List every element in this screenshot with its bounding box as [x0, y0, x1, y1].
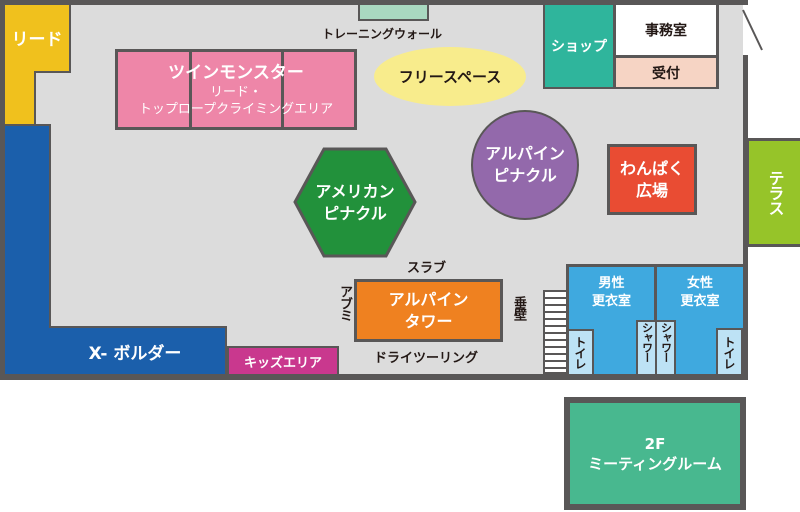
wanpaku-line-2: 広場 — [635, 180, 668, 200]
lead-area-patch — [5, 66, 34, 74]
alpine-pinnacle-line-2: ピナクル — [493, 166, 557, 185]
lead-area[interactable]: リード — [5, 5, 71, 73]
alpine-pinnacle[interactable]: アルパイン ピナクル — [471, 110, 579, 220]
twin-monster-divider-2 — [281, 52, 284, 127]
free-space-label: フリースペース — [398, 68, 502, 86]
womens-locker-line-1: 女性 — [686, 276, 713, 291]
kids-area[interactable]: キッズエリア — [227, 346, 339, 374]
lead-area-bottom[interactable] — [5, 70, 36, 124]
reception[interactable]: 受付 — [616, 58, 716, 87]
training-wall[interactable] — [358, 5, 429, 21]
office[interactable]: 事務室 — [616, 5, 716, 55]
shower-mens[interactable]: シャワー — [636, 320, 657, 374]
x-boulder-area[interactable]: X- ボルダー — [5, 326, 227, 374]
alpine-pinnacle-line-1: アルパイン — [485, 144, 565, 163]
terrace-label: テラス — [765, 170, 785, 215]
shower-womens-label: シャワー — [659, 322, 673, 362]
slab-label: スラブ — [407, 261, 447, 276]
womens-locker-line-2: 更衣室 — [680, 294, 720, 309]
twin-monster-subtitle-2: トップロープクライミングエリア — [138, 101, 334, 117]
free-space[interactable]: フリースペース — [374, 47, 526, 106]
shower-mens-label: シャワー — [640, 322, 654, 362]
reception-label: 受付 — [652, 65, 680, 82]
meeting-room-line-2: ミーティングルーム — [588, 454, 722, 473]
meeting-room-2f[interactable]: 2F ミーティングルーム — [564, 397, 746, 510]
shop[interactable]: ショップ — [545, 5, 613, 87]
alpine-tower[interactable]: アルパイン タワー — [354, 279, 503, 342]
wanpaku-plaza[interactable]: わんぱく 広場 — [607, 144, 697, 215]
entrance-opening — [743, 5, 748, 55]
kids-area-label: キッズエリア — [243, 355, 322, 371]
meeting-room-line-1: 2F — [644, 434, 666, 453]
mens-locker-line-1: 男性 — [598, 276, 625, 291]
mens-locker-line-2: 更衣室 — [591, 294, 631, 309]
toilet-mens[interactable]: トイレ — [567, 329, 594, 374]
toilet-mens-label: トイレ — [573, 336, 587, 369]
shop-label: ショップ — [551, 39, 607, 55]
terrace[interactable]: テラス — [746, 138, 800, 247]
lead-label: リード — [11, 30, 63, 50]
dry-tooling-label: ドライツーリング — [374, 351, 479, 366]
toilet-womens[interactable]: トイレ — [716, 328, 743, 374]
wanpaku-line-1: わんぱく — [619, 158, 684, 178]
american-pinnacle-line-1: アメリカン — [315, 181, 395, 201]
american-pinnacle-shape[interactable] — [293, 147, 417, 258]
twin-monster-divider-1 — [189, 52, 192, 127]
alpine-tower-line-2: タワー — [404, 311, 453, 331]
x-boulder-label: X- ボルダー — [88, 343, 182, 364]
twin-monster-area[interactable]: ツインモンスター リード・ トップロープクライミングエリア — [115, 49, 357, 130]
vertical-wall-label: 垂壁 — [511, 296, 526, 320]
alpine-tower-line-1: アルパイン — [388, 289, 469, 309]
american-pinnacle-line-2: ピナクル — [323, 203, 387, 223]
door-swing-line — [742, 9, 763, 51]
twin-monster-subtitle-1: リード・ — [209, 84, 262, 100]
toilet-womens-label: トイレ — [722, 335, 736, 369]
office-label: 事務室 — [645, 23, 687, 39]
twin-monster-title: ツインモンスター — [168, 62, 304, 83]
abumi-label: アブミ — [337, 285, 352, 321]
american-pinnacle[interactable]: アメリカン ピナクル — [293, 147, 417, 258]
x-boulder-patch — [5, 320, 49, 330]
training-wall-label: トレーニングウォール — [322, 27, 443, 41]
shower-womens[interactable]: シャワー — [655, 320, 676, 374]
